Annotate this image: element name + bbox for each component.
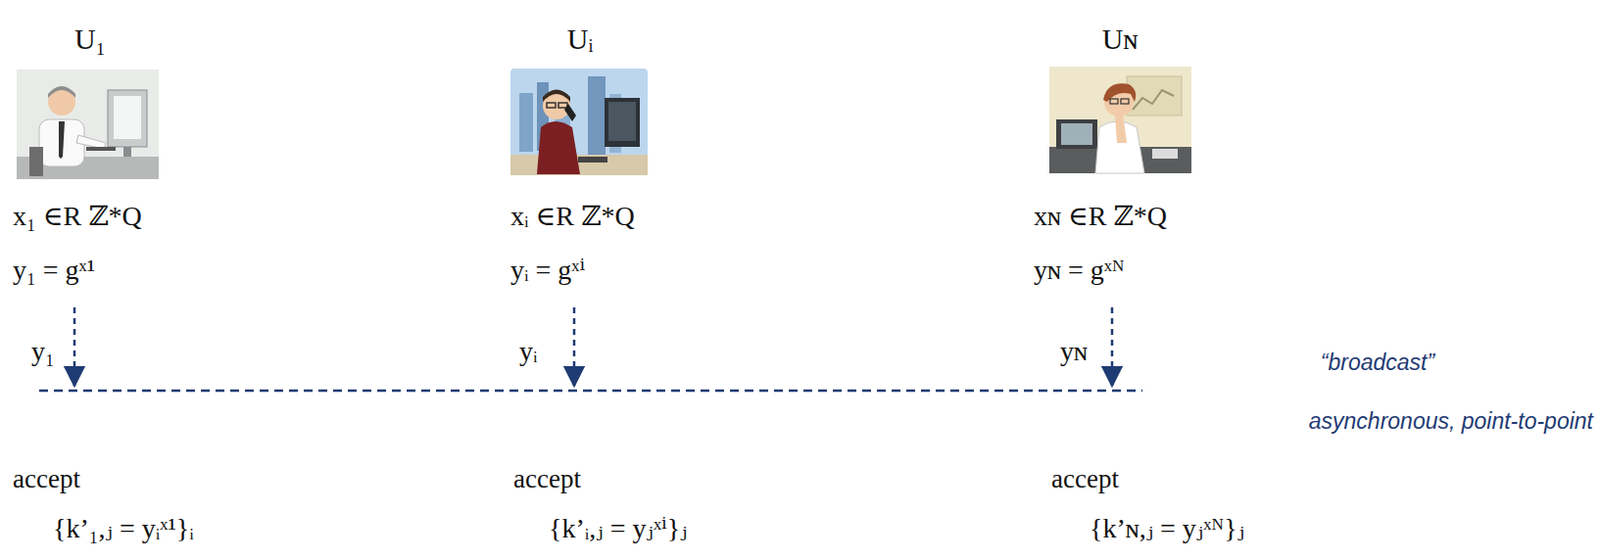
participant-name: U₁ [74,22,106,57]
message-label: yɴ [1058,336,1090,368]
channel-note: “broadcast” [1320,349,1435,376]
secret-key: xᵢ ∈R ℤ*Q [510,200,635,233]
channel-note: asynchronous, point-to-point [1309,408,1594,435]
broadcast-wiring [39,307,1143,391]
secret-key: xɴ ∈R ℤ*Q [1033,200,1167,233]
secret-key: x₁ ∈R ℤ*Q [12,200,143,233]
participant-name: Uɴ [1102,22,1139,57]
person-icon [1049,66,1192,174]
message-label: y₁ [29,336,57,368]
person-icon [16,69,159,180]
message-label: yᵢ [517,336,540,368]
person-icon [510,68,648,176]
accept-state: accept [1051,464,1119,495]
public-key: y₁ = gˣ¹ [12,254,96,287]
public-key: yᵢ = gˣⁱ [510,254,585,287]
session-keys: {k’ɴ,ⱼ = yⱼˣᴺ}ⱼ [1089,513,1245,545]
accept-state: accept [12,464,81,495]
public-key: yɴ = gˣᴺ [1033,254,1125,287]
accept-state: accept [513,464,582,495]
session-keys: {k’ᵢ,ⱼ = yⱼˣⁱ}ⱼ [548,513,688,545]
participant-name: Uᵢ [567,22,594,57]
session-keys: {k’₁,ⱼ = yᵢˣ¹}ᵢ [52,513,194,545]
